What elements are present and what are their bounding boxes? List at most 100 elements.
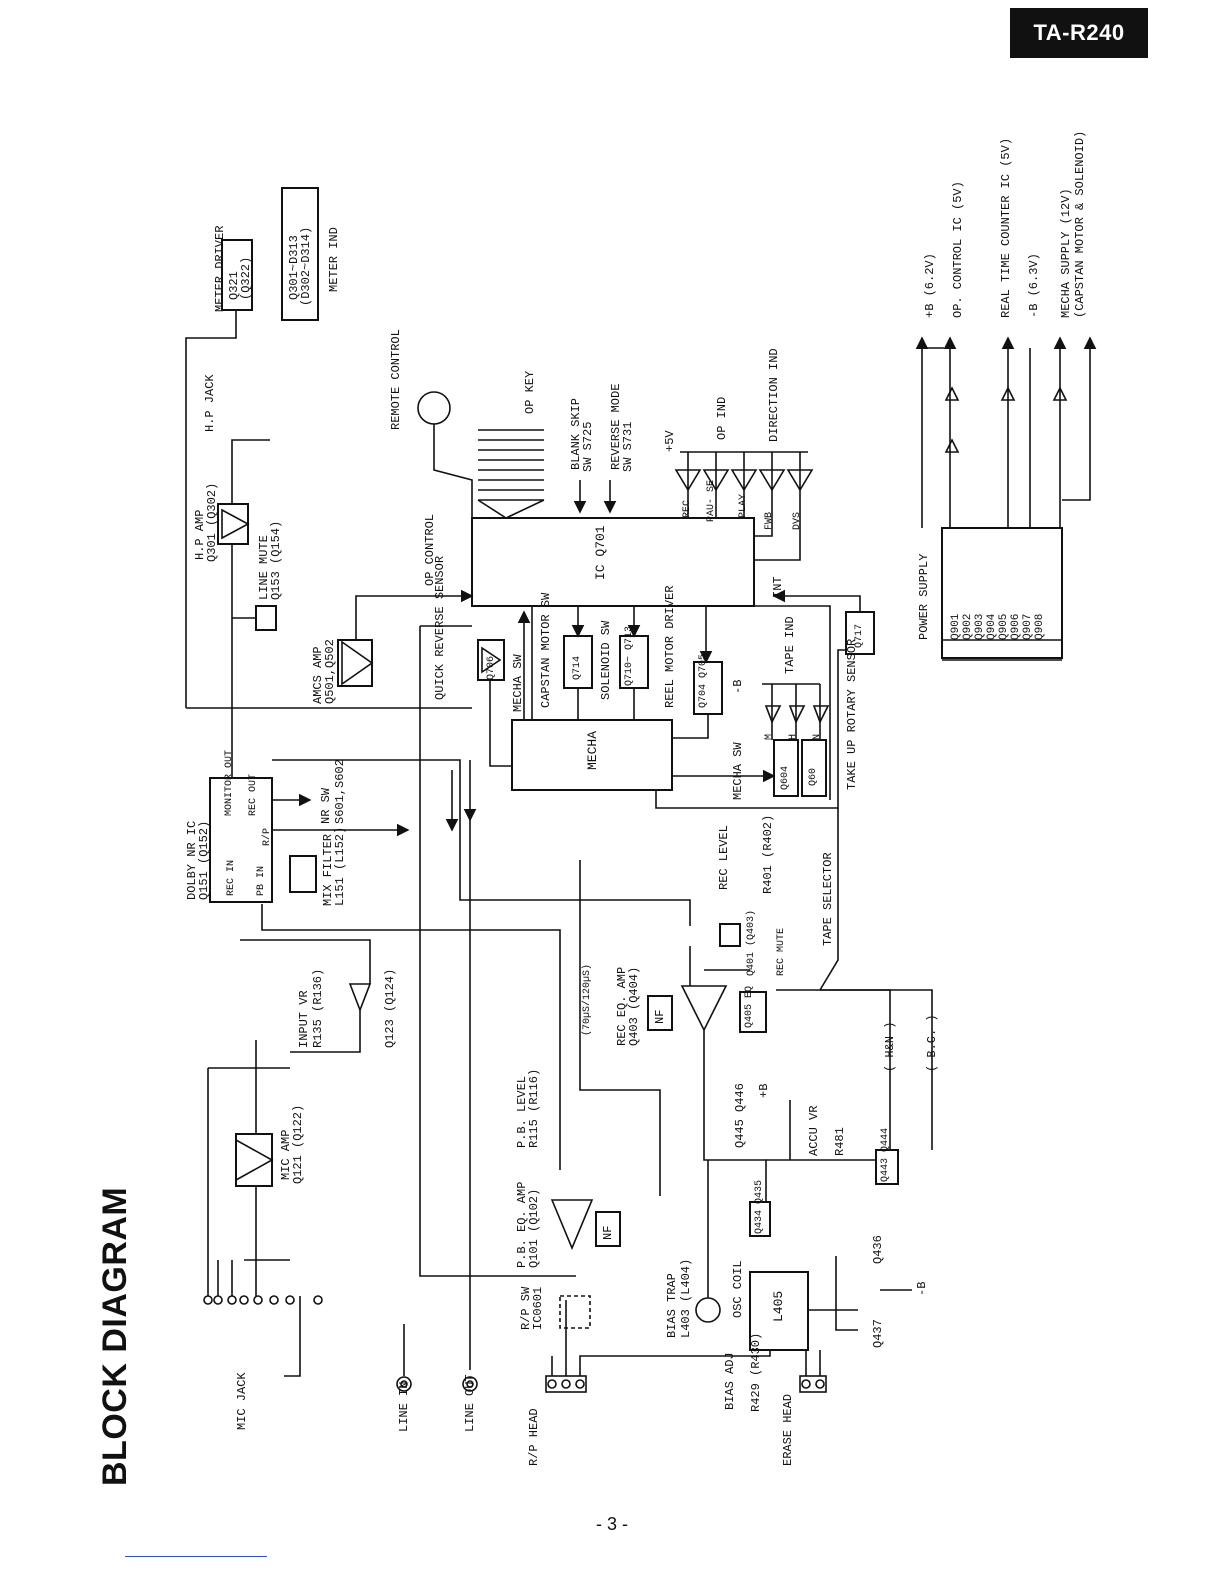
direction-ind-label: DIRECTION IND	[767, 348, 781, 442]
l151-l152-label: L151 (L152)	[333, 826, 347, 906]
r481-label: R481	[833, 1127, 847, 1156]
monitor-out-label: MONITOR OUT	[224, 749, 235, 816]
q710-q713-label: Q710~ Q713	[624, 625, 635, 686]
r135-r136-label: R135 (R136)	[311, 968, 325, 1048]
meter-ind-label: METER IND	[327, 227, 341, 292]
solenoid-sw-label: SOLENOID SW	[599, 620, 613, 700]
l405-box	[749, 1271, 809, 1351]
q714-box	[563, 635, 593, 689]
q704-box	[693, 661, 723, 715]
take-up-rotary-sensor-label: TAKE UP ROTARY SENSOR	[845, 638, 859, 790]
q123-q124-label: Q123 (Q124)	[383, 968, 397, 1048]
mic-amp-box	[235, 1133, 273, 1187]
op-key-label: OP KEY	[523, 370, 537, 414]
time-const-label: (70µS/120µS)	[582, 963, 593, 1036]
mecha-sw-2-label: MECHA SW	[731, 742, 745, 800]
pb-in-label: PB IN	[256, 865, 267, 896]
rec-out-label: REC OUT	[248, 773, 259, 816]
nf-box-2	[595, 1211, 621, 1247]
capstan-solenoid-label: (CAPSTAN MOTOR & SOLENOID)	[1073, 130, 1087, 318]
reel-motor-driver-label: REEL MOTOR DRIVER	[663, 585, 677, 708]
bias-adj-label: BIAS ADJ	[723, 1352, 737, 1410]
q604-label: Q604	[780, 765, 791, 790]
sw-s725-label: SW S725	[581, 421, 595, 472]
nf-box-1	[647, 995, 673, 1031]
input-vr-label: INPUT VR	[297, 990, 311, 1048]
r429-r430-label: R429 (R430)	[749, 1332, 763, 1412]
s601-s602-label: S601,S602	[333, 759, 347, 824]
dolby-nr-ic-box	[209, 777, 273, 903]
mic-jack-label: MIC JACK	[235, 1372, 249, 1430]
q706-label: Q706	[486, 655, 497, 680]
osc-coil-label: OSC COIL	[731, 1260, 745, 1318]
q121-q122-label: Q121 (Q122)	[291, 1104, 305, 1184]
ic0601-label: IC0601	[531, 1286, 545, 1330]
tape-selector-label: TAPE SELECTOR	[821, 852, 835, 946]
q151-q152-label: Q151 (Q152)	[197, 820, 211, 900]
q101-q102-label: Q101 (Q102)	[527, 1188, 541, 1268]
mecha-box	[511, 719, 673, 791]
q710-box	[619, 635, 649, 689]
remote-control-label: REMOTE CONTROL	[389, 329, 403, 430]
q714-label: Q714	[572, 655, 583, 680]
q301-q302-label: Q301 (Q302)	[205, 482, 219, 562]
q403-q404-label: Q403 (Q404)	[627, 966, 641, 1046]
mix-filter-box	[289, 855, 317, 893]
rec-mute-m-box	[719, 923, 741, 947]
q437-label: Q437	[871, 1319, 885, 1348]
meter-driver-label: METER DRIVER	[213, 225, 227, 312]
quick-reverse-sensor-label: QUICK REVERSE SENSOR	[433, 555, 447, 700]
q436-label: Q436	[871, 1235, 885, 1264]
mecha-label: MECHA	[585, 730, 600, 770]
power-supply-label: POWER SUPPLY	[917, 553, 931, 640]
rp-head-label: R/P HEAD	[527, 1408, 541, 1466]
q60-box	[801, 739, 827, 797]
page-number: - 3 -	[595, 1514, 628, 1534]
op-control-ic-label: OP. CONTROL IC (5V)	[951, 181, 965, 318]
l405-label: L405	[771, 1290, 786, 1322]
real-time-counter-label: REAL TIME COUNTER IC (5V)	[999, 137, 1013, 318]
erase-head-label: ERASE HEAD	[781, 1393, 795, 1466]
nr-sw-label: NR SW	[319, 787, 333, 824]
q717-label: Q717	[854, 623, 865, 648]
pause-led-label: PAU- SE	[706, 479, 717, 522]
line-out-label: LINE OUT	[463, 1374, 477, 1432]
m-led-label: M	[764, 733, 775, 740]
q153-q154-label: Q153 (Q154)	[269, 520, 283, 600]
ic-q701-box	[471, 517, 755, 607]
plus-b-label: +B	[757, 1083, 771, 1098]
n-led-label: N	[812, 733, 823, 740]
q901-q908-label: Q901 Q902 Q903 Q904 Q905 Q906 Q907 Q908	[950, 613, 1046, 640]
q434-box	[749, 1201, 771, 1237]
q443-box	[875, 1149, 899, 1185]
minus-b-label: -B	[731, 679, 745, 694]
mecha-supply-label: MECHA SUPPLY (12V)	[1059, 188, 1073, 318]
sw-s731-label: SW S731	[621, 421, 635, 472]
ic-q701-label: IC Q701	[593, 525, 608, 580]
footer-line	[125, 1556, 267, 1557]
line-mute-m-box	[255, 605, 277, 631]
accu-vr-label: ACCU VR	[807, 1105, 821, 1156]
model-badge: TA-R240	[1010, 8, 1148, 58]
plus-b-62-label: +B (6.2V)	[923, 253, 937, 318]
r115-r116-label: R115 (R116)	[527, 1068, 541, 1148]
bc-label: ( B.C. )	[925, 1014, 939, 1072]
meter-ind-box	[281, 187, 319, 321]
q60-label: Q60	[808, 767, 819, 786]
q434-q435-label: Q434 Q435	[754, 1179, 765, 1234]
q443-q444-label: Q443 Q444	[880, 1127, 891, 1182]
int-label: INT	[771, 576, 785, 598]
rec-in-label: REC IN	[226, 859, 237, 896]
q405-eq-box	[739, 991, 767, 1033]
rp-label: R/P	[262, 827, 273, 846]
hp-jack-label: H.P JACK	[203, 374, 217, 432]
bias-trap-label: BIAS TRAP	[665, 1273, 679, 1338]
rec-mute-label: REC MUTE	[776, 927, 787, 976]
rec-led-label: REC	[682, 499, 693, 518]
meter-driver-box	[221, 239, 253, 311]
q501-q502-label: Q501,Q502	[323, 639, 337, 704]
q401-q403-label: Q401 (Q403)	[746, 909, 757, 976]
nf-1-label: NF	[653, 1009, 667, 1024]
minus-b-2-label: -B	[915, 1281, 929, 1296]
